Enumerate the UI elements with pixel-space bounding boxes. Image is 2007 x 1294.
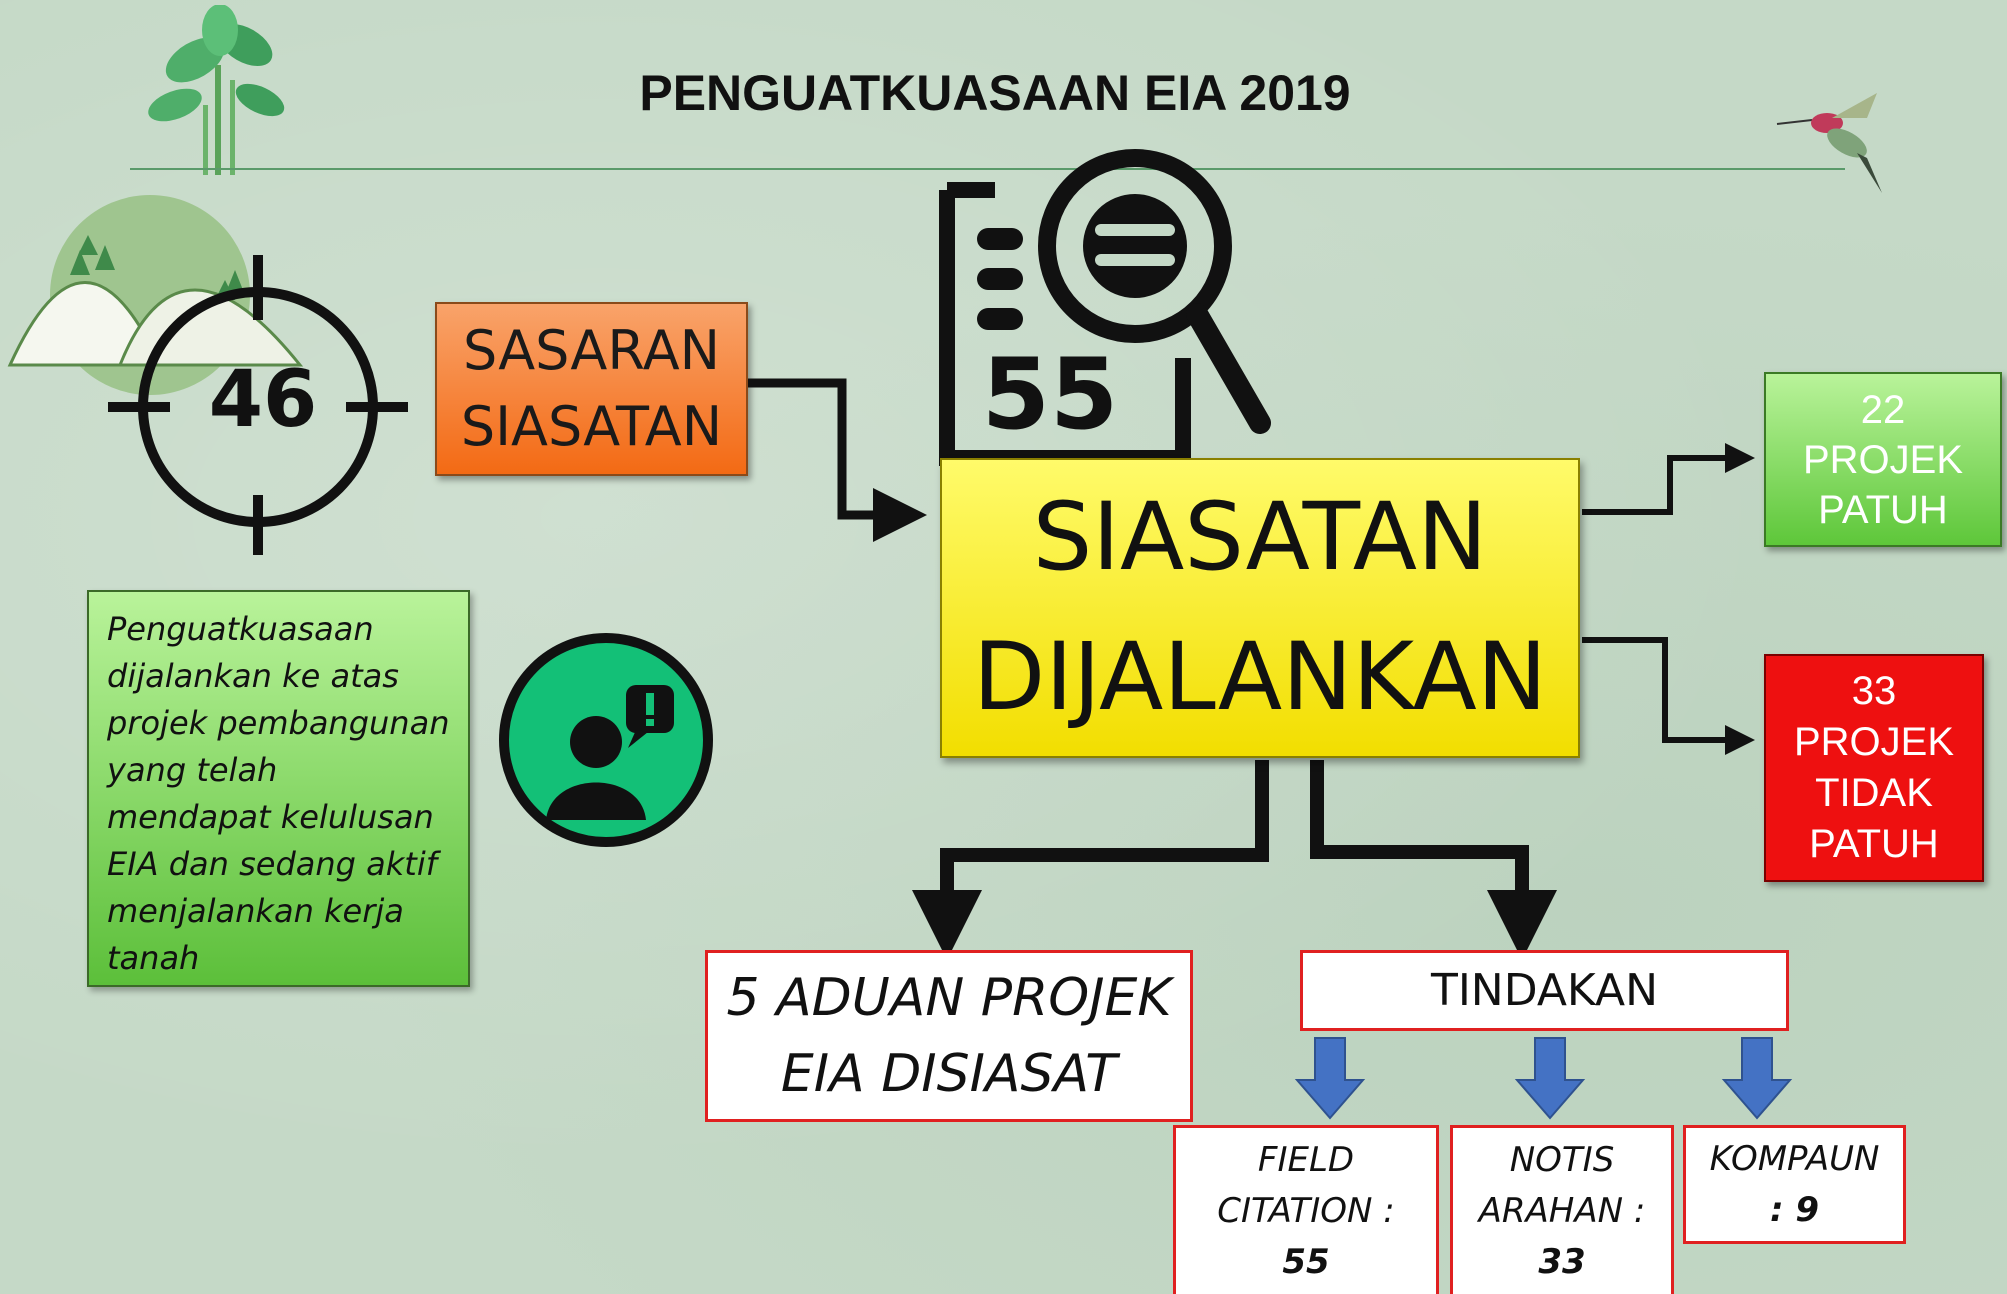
kompaun-box: KOMPAUN : 9 [1683, 1125, 1906, 1244]
projek-patuh-box: 22 PROJEK PATUH [1764, 372, 2002, 547]
target-value: 46 [208, 355, 318, 445]
patuh-line2: PATUH [1818, 487, 1948, 532]
blue-down-arrows [1294, 1037, 1793, 1120]
field-citation-box: FIELD CITATION : 55 [1173, 1125, 1439, 1294]
tidak-line3: PATUH [1809, 822, 1939, 866]
tindakan-box: TINDAKAN [1300, 950, 1789, 1031]
aduan-line2: EIA DISIASAT [780, 1044, 1118, 1104]
notis-arahan-box: NOTIS ARAHAN : 33 [1450, 1125, 1674, 1294]
projek-tidak-patuh-box: 33 PROJEK TIDAK PATUH [1764, 654, 1984, 882]
user-alert-icon [499, 633, 713, 847]
aduan-line1: 5 ADUAN PROJEK [726, 968, 1172, 1028]
sasaran-line1: SASARAN [462, 319, 721, 382]
header-divider [130, 168, 1845, 170]
patuh-line1: PROJEK [1802, 437, 1964, 482]
notis-line1: NOTIS [1509, 1139, 1615, 1180]
tindakan-label: TINDAKAN [1430, 965, 1659, 1016]
report-count: 55 [981, 338, 1119, 452]
field-line2: CITATION : [1217, 1190, 1395, 1231]
page-title: PENGUATKUASAAN EIA 2019 [639, 65, 1351, 121]
sprout-icon [148, 5, 285, 175]
field-line1: FIELD [1257, 1139, 1355, 1180]
sasaran-line2: SIASATAN [460, 395, 723, 458]
main-line2: DIJALANKAN [972, 623, 1548, 732]
kompaun-line2: : 9 [1769, 1189, 1820, 1230]
notis-value: 33 [1538, 1241, 1586, 1282]
patuh-count: 22 [1860, 387, 1906, 432]
tidak-count: 33 [1851, 669, 1897, 713]
target-crosshair-icon [108, 255, 408, 555]
kompaun-line1: KOMPAUN [1709, 1138, 1880, 1179]
hummingbird-icon [1776, 93, 1882, 193]
mountains-icon [7, 195, 304, 395]
sasaran-siasatan-box: SASARAN SIASATAN [435, 302, 748, 476]
aduan-projek-box: 5 ADUAN PROJEK EIA DISIASAT [705, 950, 1193, 1122]
main-line1: SIASATAN [1032, 483, 1488, 592]
field-value: 55 [1282, 1241, 1330, 1282]
notis-line2: ARAHAN : [1478, 1190, 1646, 1231]
tidak-line2: TIDAK [1815, 771, 1933, 815]
siasatan-dijalankan-box: SIASATAN DIJALANKAN [940, 458, 1580, 758]
tidak-line1: PROJEK [1793, 720, 1955, 764]
note-box: Penguatkuasaan dijalankan ke atas projek… [87, 590, 470, 987]
